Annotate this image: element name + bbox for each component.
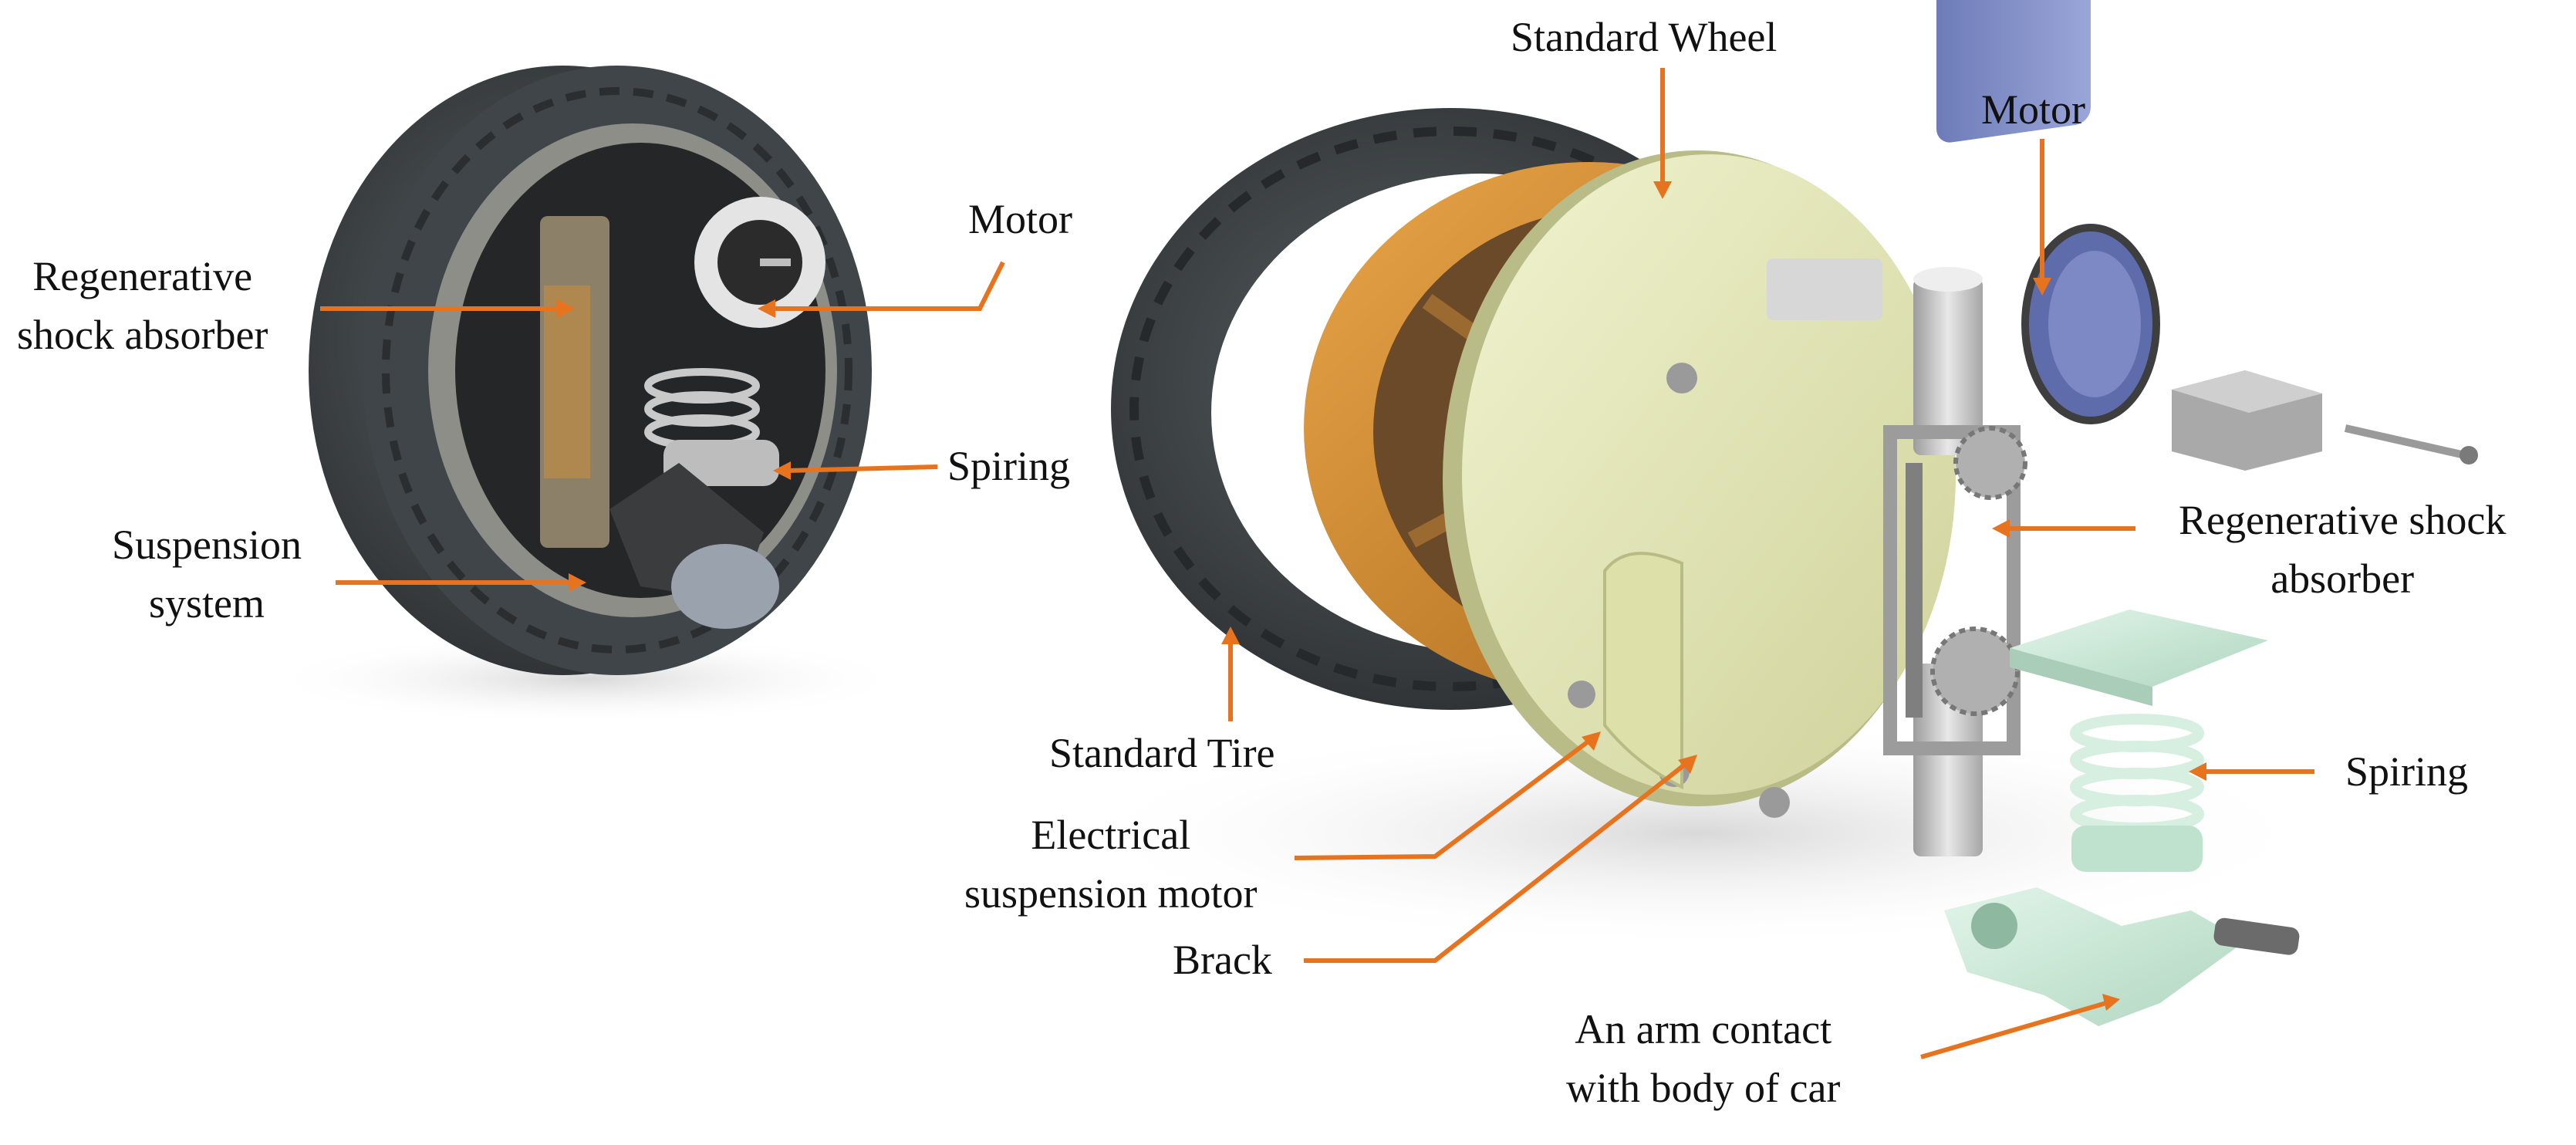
leader-esm bbox=[1294, 738, 1591, 860]
leader-arrowheads bbox=[557, 181, 2206, 1011]
assembled-motor-shaft bbox=[760, 258, 791, 266]
label-left-suspension-system: Suspension system bbox=[112, 515, 302, 633]
assembled-wheel-illustration bbox=[262, 66, 910, 725]
arrowhead-left-regen bbox=[557, 299, 575, 318]
exploded-shaft-top bbox=[1913, 267, 1983, 292]
exploded-top-clamp bbox=[1767, 258, 1882, 320]
leader-arm bbox=[1920, 1001, 2107, 1059]
exploded-spring-top-plate bbox=[2010, 610, 2268, 687]
label-esm-line2: suspension motor bbox=[964, 870, 1258, 917]
label-brack-text: Brack bbox=[1173, 937, 1272, 983]
label-regen-line2: absorber bbox=[2270, 556, 2415, 602]
label-left-suspension-line1: Suspension bbox=[112, 522, 302, 568]
label-arm-line1: An arm contact bbox=[1575, 1006, 1832, 1052]
arrowhead-left-motor bbox=[758, 299, 775, 318]
label-left-suspension-line2: system bbox=[149, 580, 265, 627]
assembled-hub bbox=[671, 544, 779, 629]
arrowhead-left-spring bbox=[773, 461, 791, 480]
exploded-spring-top-plate-side bbox=[2010, 648, 2152, 706]
exploded-motor-body bbox=[1936, 0, 2091, 143]
label-brack: Brack bbox=[1173, 931, 1272, 989]
label-left-spring-text: Spiring bbox=[947, 443, 1071, 489]
arrowhead-standard-wheel bbox=[1653, 181, 1672, 199]
arrowhead-esm bbox=[1582, 731, 1601, 751]
leader-lines bbox=[320, 68, 2314, 1059]
arrowhead-motor bbox=[2033, 278, 2051, 296]
exploded-motor-face-inner bbox=[2048, 251, 2141, 397]
label-standard-wheel-text: Standard Wheel bbox=[1511, 14, 1778, 60]
label-arm-contact: An arm contact with body of car bbox=[1566, 1000, 1840, 1117]
leader-brack bbox=[1304, 762, 1687, 963]
exploded-spring-base bbox=[2071, 826, 2203, 872]
exploded-arm-pin bbox=[2213, 917, 2300, 955]
label-left-motor-text: Motor bbox=[968, 196, 1072, 242]
label-left-motor: Motor bbox=[968, 190, 1072, 248]
assembled-gear-rack bbox=[544, 285, 590, 478]
exploded-brack-plate bbox=[1462, 154, 1956, 795]
exploded-long-bolt bbox=[2344, 424, 2466, 459]
label-left-regenerative-shock-absorber: Regenerative shock absorber bbox=[17, 247, 268, 364]
exploded-shadow bbox=[1065, 718, 2330, 949]
label-left-regen-line1: Regenerative bbox=[32, 253, 253, 299]
label-left-spring: Spiring bbox=[947, 437, 1070, 495]
exploded-shaft-upper bbox=[1913, 278, 1983, 455]
exploded-arm bbox=[1944, 887, 2245, 1026]
label-standard-wheel: Standard Wheel bbox=[1511, 8, 1777, 66]
exploded-brack-curve bbox=[1603, 552, 1683, 790]
leader-left-motor bbox=[771, 261, 1005, 311]
exploded-gear-rack bbox=[1906, 463, 1923, 718]
exploded-bevel-gear-bottom bbox=[1930, 627, 2020, 716]
arrowhead-spring bbox=[2189, 762, 2206, 781]
label-esm-line1: Electrical bbox=[1031, 812, 1191, 858]
leader-left-spring bbox=[786, 464, 938, 473]
exploded-long-bolt-head bbox=[2460, 446, 2478, 464]
assembled-tire-groove bbox=[382, 87, 852, 654]
exploded-rack-frame bbox=[1883, 425, 2021, 755]
exploded-bracket-top bbox=[2172, 370, 2322, 413]
label-arm-line2: with body of car bbox=[1566, 1065, 1841, 1111]
exploded-bevel-gear-top bbox=[1953, 426, 2027, 500]
arrowhead-left-suspension bbox=[569, 573, 586, 592]
label-motor: Motor bbox=[1981, 80, 2085, 139]
label-spring-text: Spiring bbox=[2345, 748, 2469, 795]
exploded-arm-hole bbox=[1971, 903, 2017, 949]
label-standard-tire-text: Standard Tire bbox=[1049, 730, 1275, 776]
exploded-view-illustration bbox=[1065, 0, 2478, 1026]
label-spring: Spiring bbox=[2345, 742, 2468, 801]
label-left-regen-line2: shock absorber bbox=[17, 312, 268, 358]
arrowhead-standard-tire bbox=[1221, 627, 1240, 644]
label-standard-tire: Standard Tire bbox=[1049, 724, 1275, 782]
assembled-wheel-shadow bbox=[262, 633, 910, 725]
arrowhead-regen bbox=[1992, 519, 2010, 538]
label-regenerative-shock-absorber: Regenerative shock absorber bbox=[2179, 491, 2506, 608]
label-motor-text: Motor bbox=[1981, 86, 2085, 133]
label-regen-line1: Regenerative shock bbox=[2179, 497, 2507, 543]
label-electrical-suspension-motor: Electrical suspension motor bbox=[964, 806, 1258, 923]
arrowhead-brack bbox=[1678, 755, 1697, 774]
arrowhead-arm bbox=[2102, 994, 2120, 1011]
